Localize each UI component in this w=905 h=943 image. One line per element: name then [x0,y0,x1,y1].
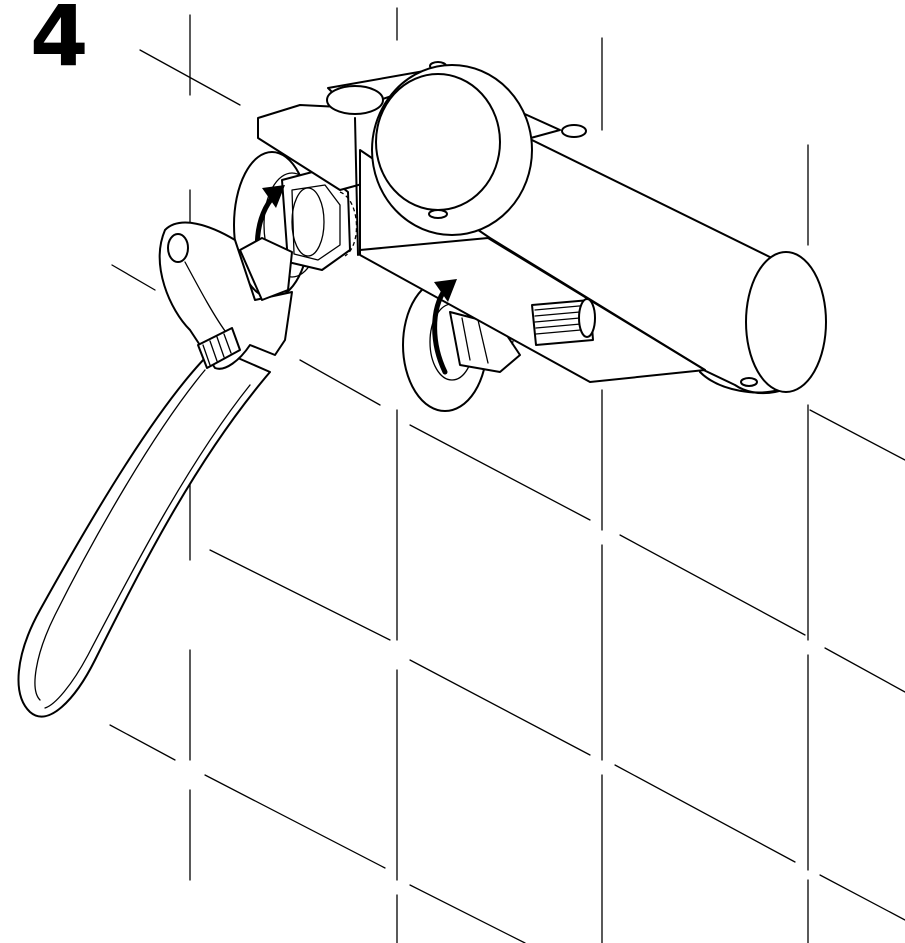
step-number: 4 [30,0,89,85]
clockwise-tighten-arrow-icon [254,185,457,375]
mixer-tap-body [257,61,827,395]
outlet-thread [531,298,596,346]
adjustable-wrench-icon [17,221,293,718]
